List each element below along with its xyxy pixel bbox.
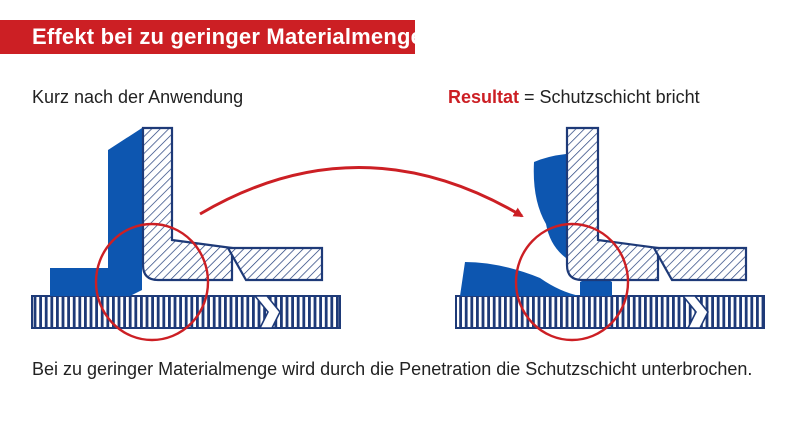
right-sealant-upper [533,154,566,258]
left-highlight-circle [94,222,210,342]
title-banner [0,20,415,54]
result-label: Resultat [448,87,520,107]
right-caption: Resultat = Schutzschicht bricht [448,86,700,108]
right-highlight-circle [514,222,630,342]
left-substrate-crack [253,295,281,329]
result-text: = Schutzschicht bricht [519,87,700,107]
left-sealant [50,128,142,296]
left-caption: Kurz nach der Anwendung [32,87,244,107]
right-sealant-base [460,262,580,296]
right-profile [565,126,660,282]
footer-text: Bei zu geringer Materialmenge wird durch… [32,359,753,379]
right-substrate-crack [681,295,709,329]
left-flange [226,246,324,282]
right-sealant-bead [580,277,612,296]
page-title: Effekt bei zu geringer Materialmenge [32,24,424,49]
left-scene [31,126,341,342]
left-substrate [31,295,341,329]
right-flange [652,246,748,282]
right-substrate [455,295,765,329]
transition-arrow [199,166,524,218]
right-scene [455,126,765,342]
left-profile [141,126,234,282]
